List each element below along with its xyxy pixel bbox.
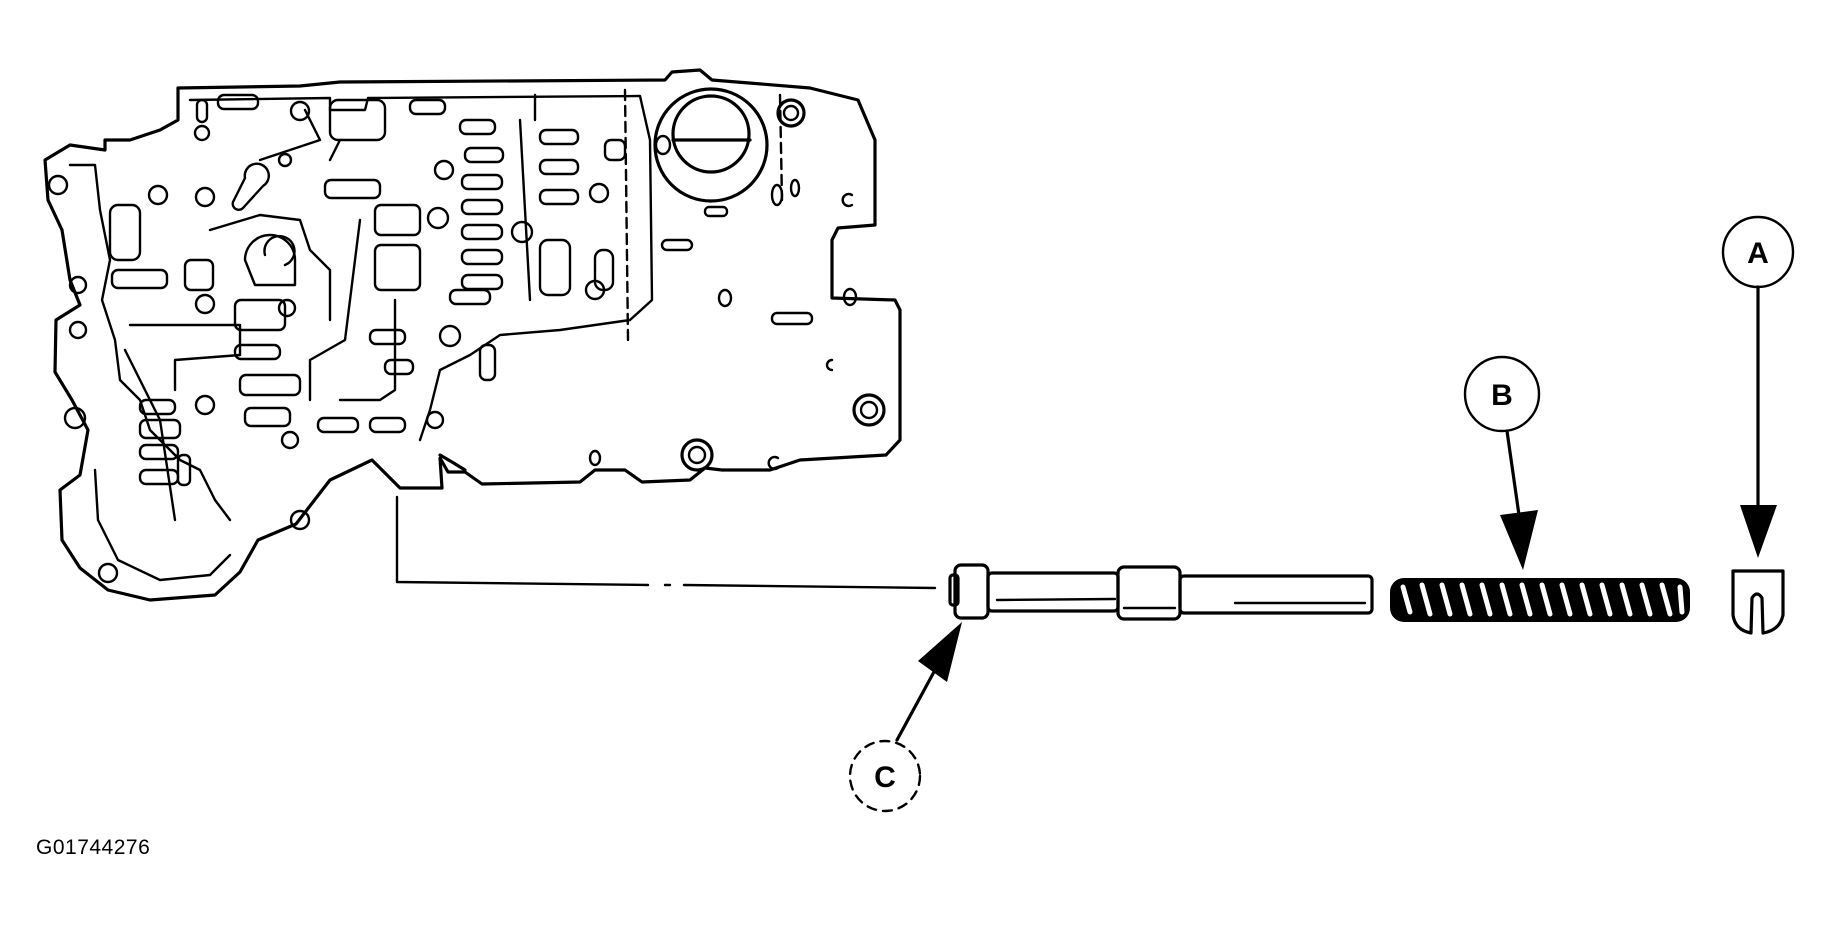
alignment-line	[395, 495, 937, 590]
callout-c: C	[848, 622, 962, 813]
callout-b-label: B	[1491, 379, 1513, 412]
valve-body	[43, 68, 902, 602]
arrowhead-icon	[1500, 510, 1538, 570]
arrowhead-icon	[918, 622, 962, 682]
callout-a-label: A	[1747, 237, 1769, 270]
valve-spool	[948, 563, 1374, 621]
retainer-clip	[1731, 569, 1785, 635]
callout-b: B	[1463, 355, 1541, 570]
arrowhead-icon	[1740, 505, 1777, 558]
figure-id: G01744276	[36, 836, 151, 859]
spring	[1390, 578, 1690, 622]
callout-c-label: C	[874, 761, 896, 794]
callout-a: A	[1721, 215, 1795, 558]
